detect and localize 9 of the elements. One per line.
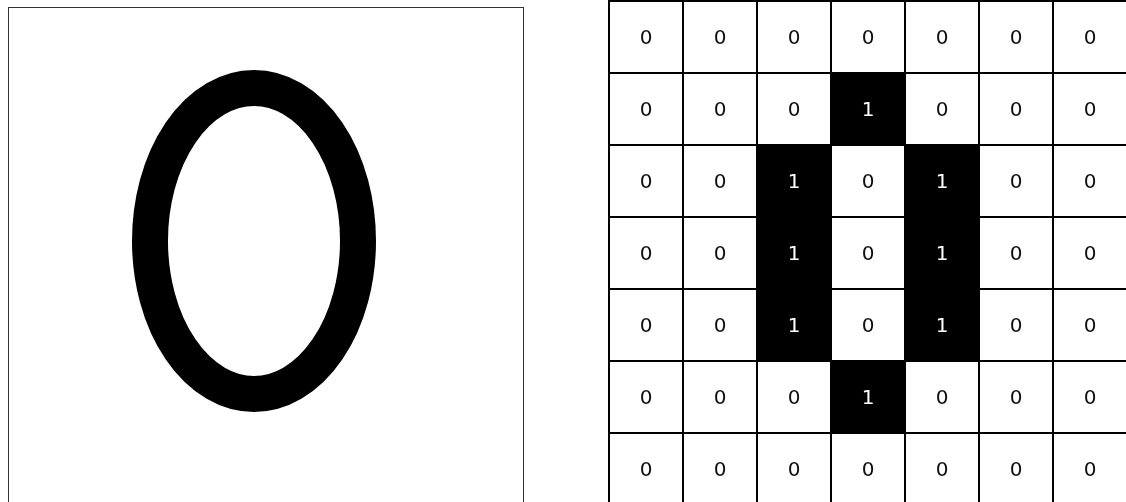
pixel-value: 1 — [756, 144, 832, 218]
pixel-value: 1 — [756, 288, 832, 362]
pixel-value: 1 — [904, 288, 980, 362]
pixel-value: 0 — [608, 0, 684, 74]
pixel-value: 1 — [904, 144, 980, 218]
pixel-value: 1 — [830, 360, 906, 434]
pixel-value: 1 — [904, 216, 980, 290]
pixel-value: 1 — [756, 216, 832, 290]
pixel-value: 1 — [830, 72, 906, 146]
